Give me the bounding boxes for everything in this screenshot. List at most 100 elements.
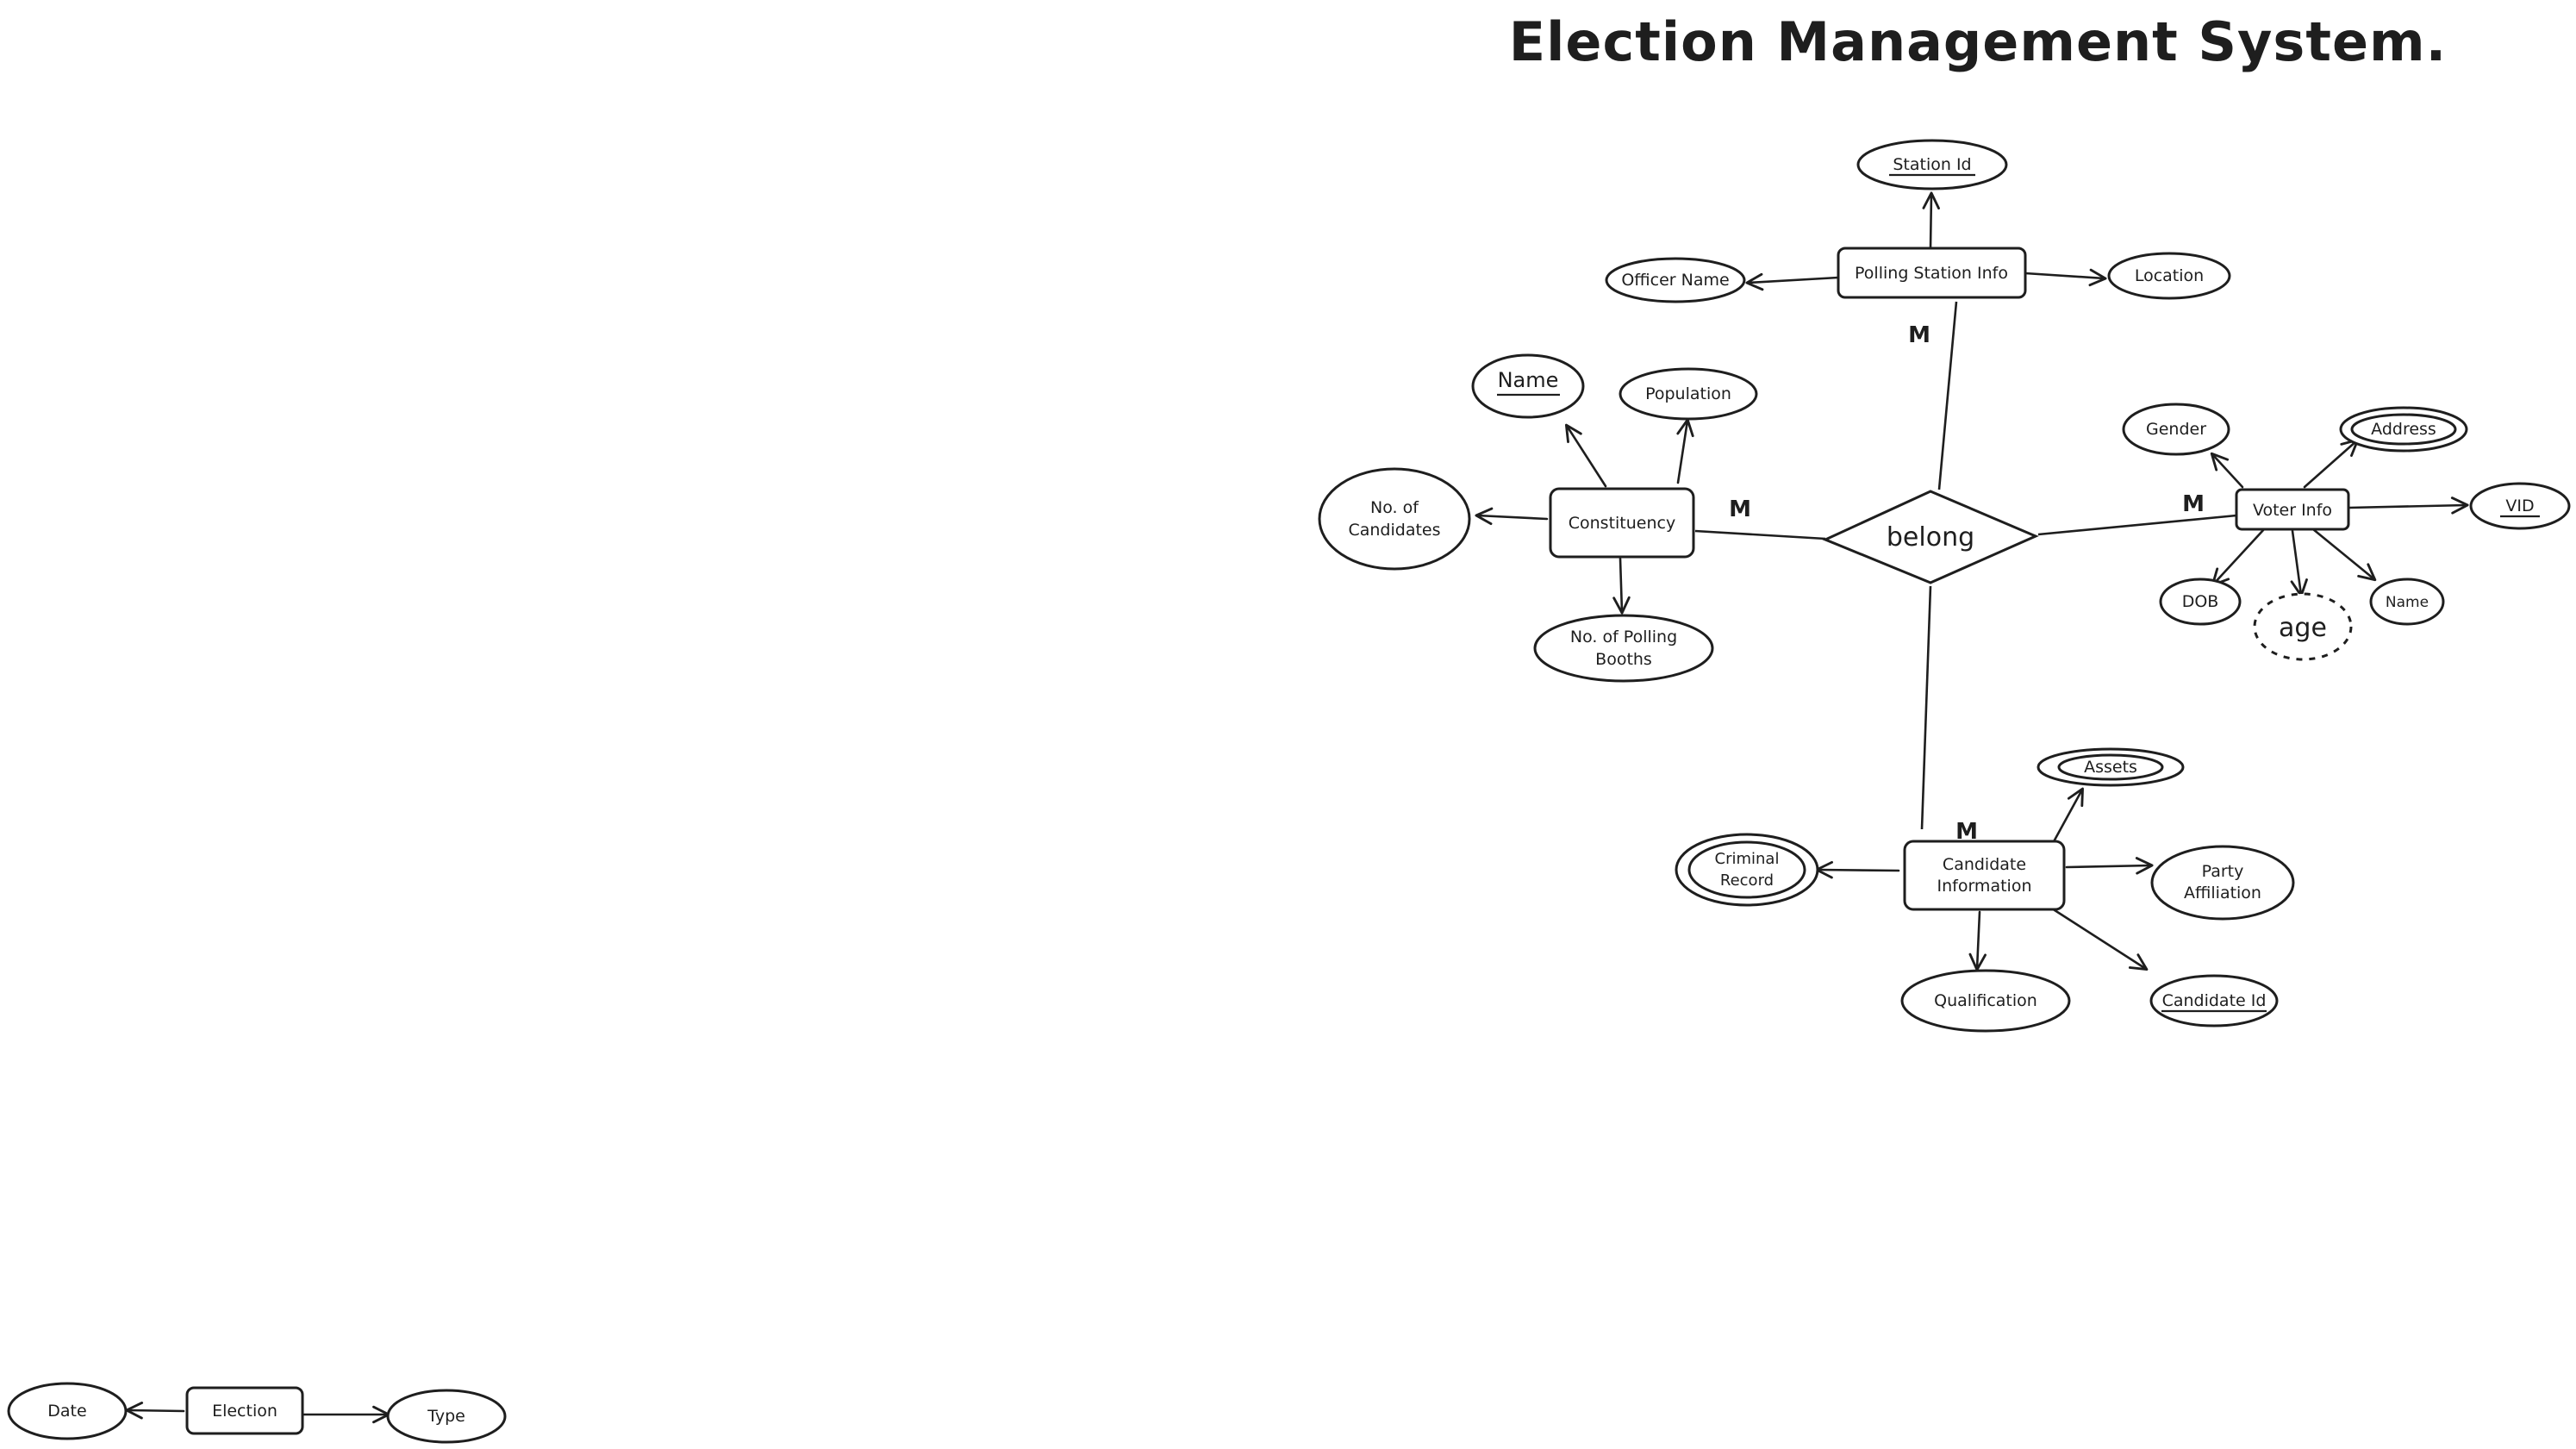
candidate-id-label: Candidate Id xyxy=(2162,991,2267,1010)
party-affiliation-ellipse[interactable] xyxy=(2150,845,2295,921)
cardinality-constituency: M xyxy=(1729,497,1751,522)
gender-ellipse[interactable] xyxy=(2122,403,2230,456)
vid-label: VID xyxy=(2505,497,2534,515)
no-of-candidates-label: No. of Candidates xyxy=(1348,498,1441,540)
type-label: Type xyxy=(427,1407,465,1426)
no-of-polling-booths-ellipse[interactable] xyxy=(1533,614,1714,683)
date-ellipse[interactable] xyxy=(7,1382,128,1440)
attr-vid[interactable]: VID xyxy=(2469,482,2571,530)
entity-constituency[interactable]: Constituency xyxy=(1549,487,1695,559)
arrow-no-of-polling-booths xyxy=(1612,557,1631,615)
arrow-dob xyxy=(2211,528,2266,587)
voter-label: Voter Info xyxy=(2253,501,2332,520)
entity-voter[interactable]: Voter Info xyxy=(2235,488,2350,531)
population-label: Population xyxy=(1645,384,1731,403)
attr-qualification[interactable]: Qualification xyxy=(1900,969,2071,1033)
constituency-label: Constituency xyxy=(1569,514,1675,533)
station-id-ellipse[interactable] xyxy=(1856,139,2008,190)
attr-type[interactable]: Type xyxy=(386,1389,507,1444)
arrow-party-affiliation xyxy=(2065,857,2154,875)
line-constituency-belong xyxy=(1694,529,1826,540)
arrow-date xyxy=(125,1402,185,1420)
line-polling-belong xyxy=(1937,301,1958,490)
relationship-lines xyxy=(1694,301,2237,830)
line-belong-voter xyxy=(2037,514,2237,536)
arrow-candidate-id xyxy=(2050,907,2149,971)
population-ellipse[interactable] xyxy=(1619,367,1758,421)
candidate-box[interactable] xyxy=(1903,840,2066,911)
attr-assets[interactable]: Assets xyxy=(2036,747,2185,787)
attr-candidate-id[interactable]: Candidate Id xyxy=(2149,974,2279,1027)
attr-officer-name[interactable]: Officer Name xyxy=(1605,257,1746,303)
election-label: Election xyxy=(212,1402,278,1421)
attr-address[interactable]: Address xyxy=(2339,406,2468,453)
entity-election[interactable]: Election xyxy=(185,1386,304,1435)
vid-ellipse[interactable] xyxy=(2469,482,2571,530)
constituency-name-ellipse[interactable] xyxy=(1471,353,1585,419)
no-of-polling-booths-label: No. of Polling Booths xyxy=(1569,628,1678,669)
candidate-id-ellipse[interactable] xyxy=(2149,974,2279,1027)
voter-box[interactable] xyxy=(2235,488,2350,531)
arrow-no-of-candidates xyxy=(1475,507,1549,526)
constituency-box[interactable] xyxy=(1549,487,1695,559)
belong-diamond[interactable] xyxy=(1822,490,2039,584)
attr-age[interactable]: age xyxy=(2253,592,2353,661)
attr-constituency-name[interactable]: Name xyxy=(1471,353,1585,419)
station-id-label: Station Id xyxy=(1893,155,1971,174)
arrow-location xyxy=(2024,268,2107,287)
attr-no-of-polling-booths[interactable]: No. of Polling Booths xyxy=(1533,614,1714,683)
arrow-population xyxy=(1676,418,1694,484)
relationship-belong[interactable]: belong xyxy=(1822,490,2039,584)
attr-voter-name[interactable]: Name xyxy=(2369,578,2445,626)
type-ellipse[interactable] xyxy=(386,1389,507,1444)
polling-station-box[interactable] xyxy=(1837,247,2027,299)
cardinality-candidate: M xyxy=(1955,819,1978,845)
dob-label: DOB xyxy=(2182,592,2219,611)
attr-dob[interactable]: DOB xyxy=(2159,578,2242,626)
arrow-station-id xyxy=(1922,191,1940,250)
voter-name-label: Name xyxy=(2386,594,2429,611)
qualification-ellipse[interactable] xyxy=(1900,969,2071,1033)
no-of-candidates-label-wrap: No. of Candidates xyxy=(1348,498,1441,540)
candidate-label: Candidate Information xyxy=(1937,854,2032,896)
no-of-candidates-ellipse[interactable] xyxy=(1318,467,1471,571)
entity-polling-station[interactable]: Polling Station Info xyxy=(1837,247,2027,299)
election-box[interactable] xyxy=(185,1386,304,1435)
arrow-gender xyxy=(2210,452,2244,489)
attr-location[interactable]: Location xyxy=(2107,252,2231,300)
entity-candidate[interactable]: Candidate Information xyxy=(1903,840,2066,911)
candidate-label-wrap: Candidate Information xyxy=(1937,854,2032,896)
location-label: Location xyxy=(2135,266,2204,285)
attribute-arrows xyxy=(125,191,2469,1424)
arrow-officer-name xyxy=(1745,272,1840,291)
attr-gender[interactable]: Gender xyxy=(2122,403,2230,456)
arrow-criminal-record xyxy=(1815,860,1900,879)
assets-inner-ellipse xyxy=(2057,753,2164,781)
attr-criminal-record[interactable]: Criminal Record xyxy=(1675,833,1819,907)
voter-name-ellipse[interactable] xyxy=(2369,578,2445,626)
age-derived-ellipse[interactable] xyxy=(2253,592,2353,661)
party-affiliation-label: Party Affiliation xyxy=(2184,862,2261,903)
arrow-vid xyxy=(2348,497,2469,515)
arrow-qualification xyxy=(1968,910,1987,971)
qualification-label: Qualification xyxy=(1934,991,2037,1010)
date-label: Date xyxy=(47,1402,86,1421)
line-belong-candidate xyxy=(1920,585,1932,830)
address-label: Address xyxy=(2371,420,2436,439)
cardinality-voter: M xyxy=(2182,491,2205,517)
belong-label: belong xyxy=(1887,522,1974,553)
assets-label: Assets xyxy=(2084,758,2137,777)
officer-name-ellipse[interactable] xyxy=(1605,257,1746,303)
attr-date[interactable]: Date xyxy=(7,1382,128,1440)
gender-label: Gender xyxy=(2146,420,2206,439)
attr-no-of-candidates[interactable]: No. of Candidates xyxy=(1318,467,1471,571)
attr-population[interactable]: Population xyxy=(1619,367,1758,421)
cardinality-polling-station: M xyxy=(1908,322,1930,348)
attr-party-affiliation[interactable]: Party Affiliation xyxy=(2150,845,2295,921)
arrow-voter-name xyxy=(2311,528,2377,582)
attr-station-id[interactable]: Station Id xyxy=(1856,139,2008,190)
location-ellipse[interactable] xyxy=(2107,252,2231,300)
party-affiliation-label-wrap: Party Affiliation xyxy=(2184,862,2261,903)
dob-ellipse[interactable] xyxy=(2159,578,2242,626)
